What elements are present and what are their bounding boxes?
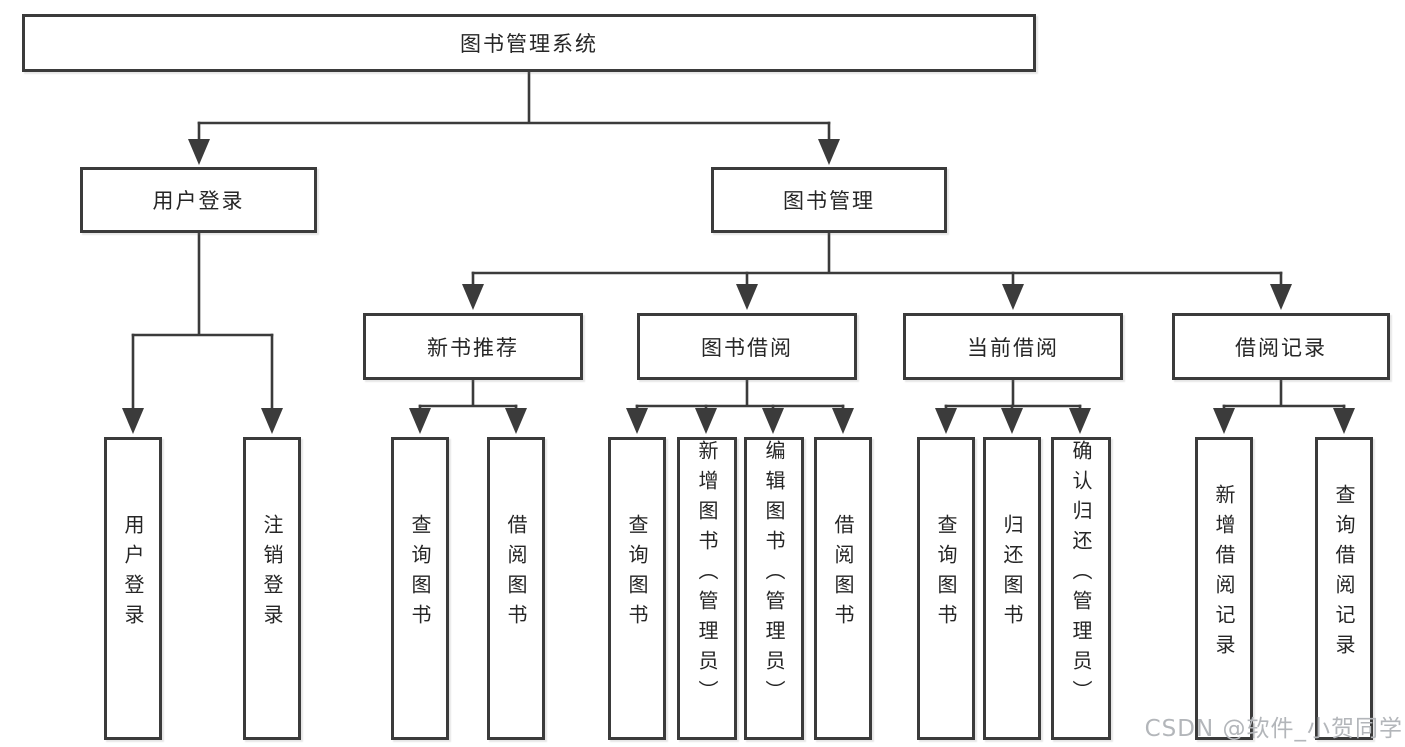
leaf-borrow-edit-books-admin-label: 编辑图书（管理员）	[762, 440, 786, 710]
leaf-recommend-query-books: 查询图书	[391, 437, 449, 740]
node-new-book-recommend: 新书推荐	[363, 313, 583, 380]
leaf-current-query-books: 查询图书	[917, 437, 975, 740]
leaf-recommend-borrow-books-label: 借阅图书	[504, 513, 528, 634]
leaf-borrow-add-books-admin: 新增图书（管理员）	[677, 437, 737, 740]
node-root-system-label: 图书管理系统	[460, 32, 598, 56]
leaf-current-query-books-label: 查询图书	[934, 513, 958, 634]
leaf-borrow-add-books-admin-label: 新增图书（管理员）	[695, 440, 719, 710]
leaf-borrow-edit-books-admin: 编辑图书（管理员）	[744, 437, 804, 740]
leaf-recommend-borrow-books: 借阅图书	[487, 437, 545, 740]
leaf-records-query-record: 查询借阅记录	[1315, 437, 1373, 740]
leaf-current-return-books: 归还图书	[983, 437, 1041, 740]
node-book-management: 图书管理	[711, 167, 947, 233]
node-user-login-label: 用户登录	[152, 189, 245, 213]
leaf-borrow-borrow-books-label: 借阅图书	[831, 513, 855, 634]
node-root-system: 图书管理系统	[22, 14, 1036, 72]
node-current-borrow: 当前借阅	[903, 313, 1123, 380]
leaf-records-query-record-label: 查询借阅记录	[1332, 483, 1356, 664]
leaf-logout-label: 注销登录	[260, 513, 284, 634]
node-borrow-records-label: 借阅记录	[1235, 335, 1327, 360]
leaf-user-login-label: 用户登录	[121, 513, 145, 634]
leaf-logout: 注销登录	[243, 437, 301, 740]
leaf-current-confirm-return-admin-label: 确认归还（管理员）	[1069, 440, 1093, 710]
branch-skeleton	[131, 70, 1346, 408]
node-book-borrow-label: 图书借阅	[701, 335, 793, 360]
leaf-records-add-record: 新增借阅记录	[1195, 437, 1253, 740]
leaf-borrow-query-books: 查询图书	[608, 437, 666, 740]
csdn-watermark: CSDN @软件_小贺同学	[1144, 716, 1403, 742]
node-new-book-recommend-label: 新书推荐	[427, 335, 519, 360]
leaf-borrow-borrow-books: 借阅图书	[814, 437, 872, 740]
node-user-login: 用户登录	[80, 167, 317, 233]
leaf-current-confirm-return-admin: 确认归还（管理员）	[1051, 437, 1111, 740]
leaf-user-login: 用户登录	[104, 437, 162, 740]
node-current-borrow-label: 当前借阅	[967, 335, 1059, 360]
leaf-borrow-query-books-label: 查询图书	[625, 513, 649, 634]
leaf-records-add-record-label: 新增借阅记录	[1212, 483, 1236, 664]
node-book-management-label: 图书管理	[783, 189, 875, 213]
node-borrow-records: 借阅记录	[1172, 313, 1390, 380]
node-book-borrow: 图书借阅	[637, 313, 857, 380]
leaf-current-return-books-label: 归还图书	[1000, 513, 1024, 634]
leaf-recommend-query-books-label: 查询图书	[408, 513, 432, 634]
